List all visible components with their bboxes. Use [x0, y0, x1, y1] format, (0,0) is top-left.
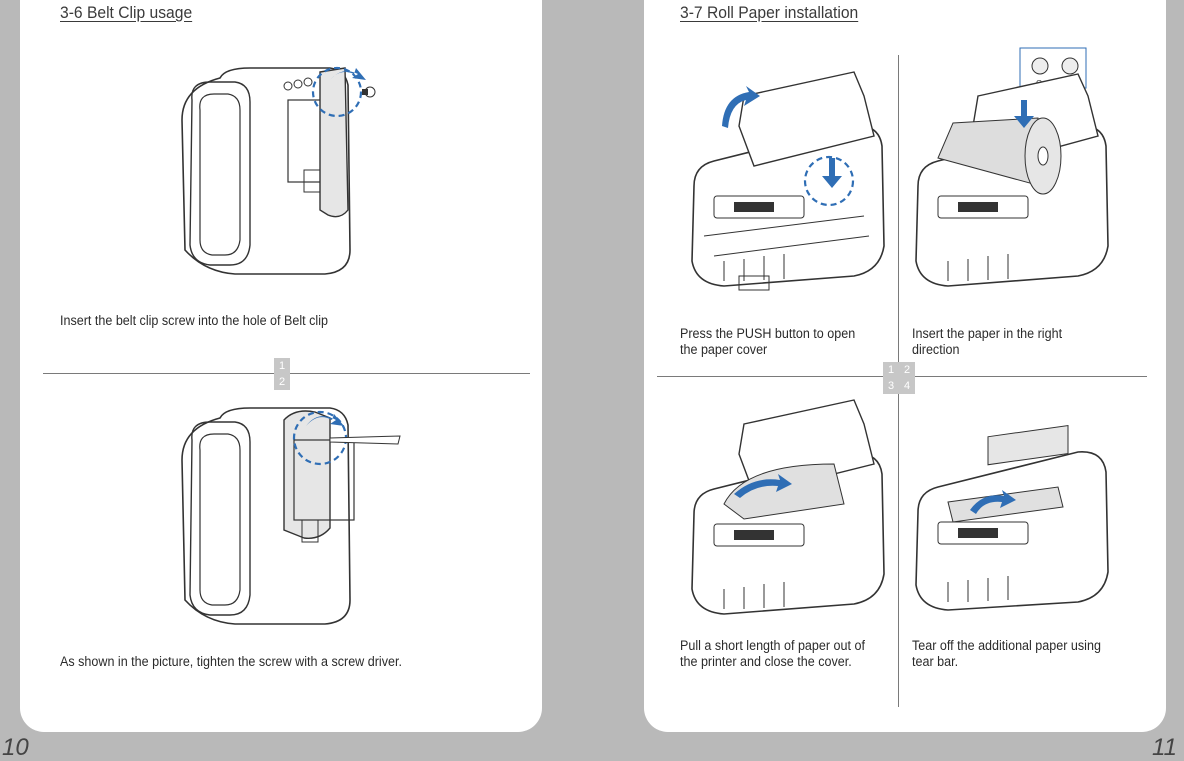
- roll-paper-caption-2: Insert the paper in the right direction: [912, 326, 1063, 357]
- belt-clip-step2-illustration: [181, 407, 401, 625]
- page-number-left: 10: [2, 734, 29, 761]
- roll-paper-caption-3: Pull a short length of paper out of the …: [680, 638, 865, 669]
- step-badge-2: 2: [274, 374, 290, 390]
- printer-tear-paper-illustration: [915, 424, 1109, 611]
- step-badge-3: 3: [883, 378, 899, 394]
- belt-clip-caption-1: Insert the belt clip screw into the hole…: [60, 313, 328, 328]
- page-number-right: 11: [1152, 734, 1177, 761]
- belt-clip-caption-2: As shown in the picture, tighten the scr…: [60, 654, 402, 669]
- step-badge-4: 4: [899, 378, 915, 394]
- step-badge-2: 2: [899, 362, 915, 378]
- step-badge-1: 1: [274, 358, 290, 374]
- printer-pull-paper-illustration: [691, 399, 885, 615]
- step-badge-1: 1: [883, 362, 899, 378]
- belt-clip-step1-illustration: [181, 66, 376, 275]
- printer-open-cover-illustration: [691, 71, 885, 291]
- section-title-roll-paper: 3-7 Roll Paper installation: [680, 3, 859, 22]
- roll-paper-caption-1: Press the PUSH button to open the paper …: [680, 326, 856, 357]
- roll-paper-caption-4: Tear off the additional paper using tear…: [912, 638, 1101, 669]
- section-title-belt-clip: 3-6 Belt Clip usage: [60, 3, 193, 22]
- printer-insert-paper-illustration: O X: [915, 47, 1109, 287]
